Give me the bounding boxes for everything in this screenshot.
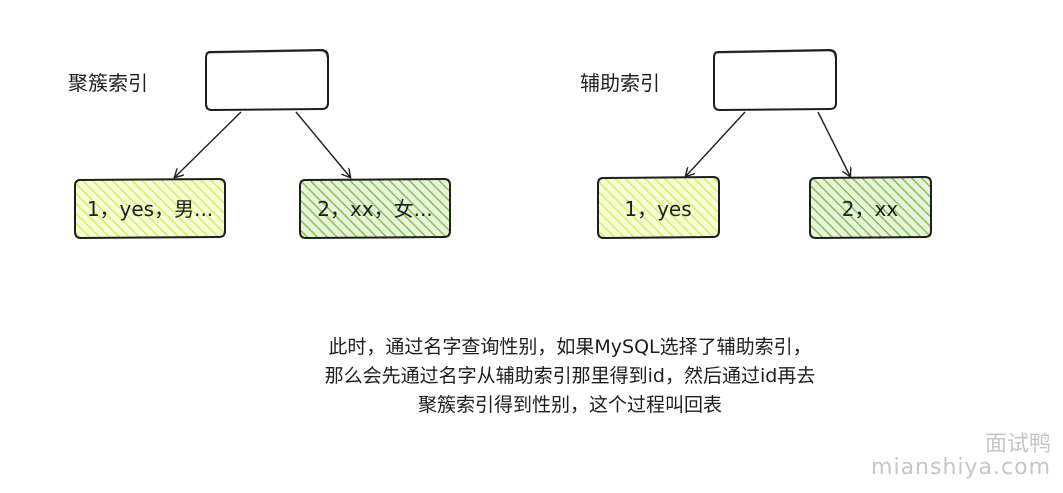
clustered-arrow-left: [175, 111, 242, 177]
clustered-index-title: 聚簇索引: [68, 71, 148, 95]
caption-line-1: 此时，通过名字查询性别，如果MySQL选择了辅助索引，: [328, 336, 812, 358]
clustered-root-node: [205, 48, 329, 112]
clustered-leaf-1: 1，yes，男...: [74, 177, 226, 240]
watermark-url: mianshiya.com: [871, 455, 1051, 480]
secondary-leaf-2: 2，xx: [809, 175, 932, 240]
caption-line-3: 聚簇索引得到性别，这个过程叫回表: [417, 394, 722, 416]
secondary-index-title: 辅助索引: [580, 71, 660, 95]
clustered-leaf-1-label: 1，yes，男...: [87, 197, 213, 221]
secondary-root-node: [713, 48, 837, 112]
secondary-leaf-1: 1，yes: [597, 175, 720, 240]
caption-line-2: 那么会先通过名字从辅助索引那里得到id，然后通过id再去: [324, 365, 816, 387]
explanation-caption: 此时，通过名字查询性别，如果MySQL选择了辅助索引， 那么会先通过名字从辅助索…: [240, 333, 900, 420]
clustered-leaf-2: 2，xx，女...: [299, 177, 451, 240]
secondary-arrow-right: [817, 111, 850, 176]
clustered-leaf-2-label: 2，xx，女...: [317, 197, 432, 221]
secondary-leaf-2-label: 2，xx: [842, 197, 899, 221]
clustered-arrow-right: [295, 111, 350, 177]
watermark-brand: 面试鸭: [984, 432, 1051, 457]
secondary-arrow-left: [686, 111, 746, 176]
secondary-leaf-1-label: 1，yes: [624, 197, 691, 221]
